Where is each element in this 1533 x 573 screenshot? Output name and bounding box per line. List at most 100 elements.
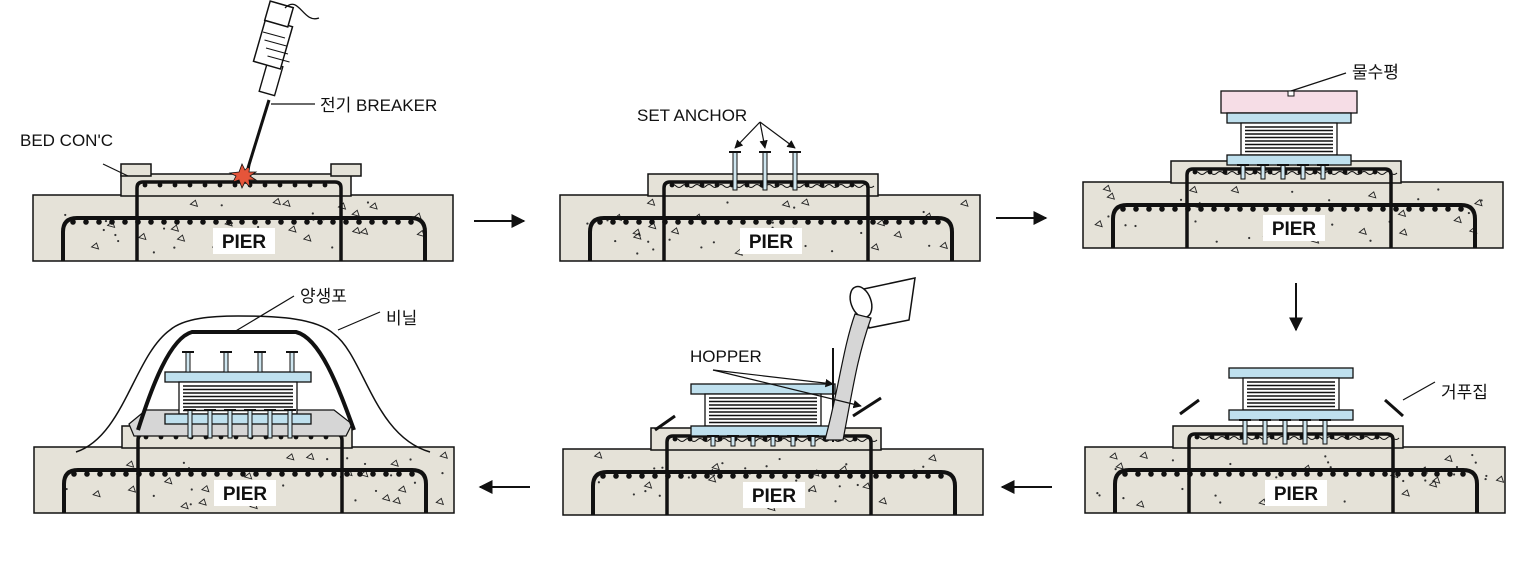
rebar-dot — [1328, 206, 1334, 212]
rebar-dot — [1120, 206, 1126, 212]
rebar-dot — [1252, 471, 1258, 477]
anchor-bolt — [710, 435, 716, 447]
vinyl-cover — [75, 315, 431, 453]
bearing-top-plate — [690, 383, 836, 395]
rebar-dot — [262, 182, 268, 188]
aggregate-mark — [1397, 209, 1407, 217]
aggregate-mark — [189, 199, 199, 207]
pier-rebar — [1113, 468, 1479, 513]
flow-arrows — [474, 211, 1303, 494]
aggregate-mark — [652, 248, 655, 251]
rebar-dot — [227, 471, 233, 477]
anchor-bolt — [223, 351, 229, 373]
aggregate-mark — [647, 240, 650, 243]
aggregate-mark — [927, 454, 937, 462]
aggregate-mark — [282, 199, 291, 207]
bed-conc-leader — [102, 163, 129, 177]
aggregate-mark — [804, 244, 807, 248]
rebar-dot — [343, 219, 349, 225]
aggregate-mark — [862, 482, 871, 490]
aggregate-mark — [311, 212, 314, 215]
aggregate-mark — [397, 485, 407, 493]
rebar-dot — [70, 219, 76, 225]
rebar-dot — [1211, 206, 1217, 212]
rebar-dot — [805, 219, 811, 225]
aggregate-mark — [435, 497, 444, 506]
curing-cloth-leader — [233, 295, 295, 333]
bearing-pad — [1240, 122, 1338, 156]
aggregate-mark — [152, 251, 155, 254]
rebar-dot — [1395, 471, 1401, 477]
aggregate-mark — [661, 466, 664, 469]
aggregate-mark — [1275, 476, 1278, 479]
rebar-dot — [291, 219, 297, 225]
rebar-dot — [597, 219, 603, 225]
anchor-bolt — [207, 409, 213, 439]
aggregate-mark — [700, 246, 703, 249]
rebar-dot — [382, 219, 388, 225]
rebar-dot — [278, 219, 284, 225]
aggregate-mark — [1327, 461, 1330, 464]
rebar-dot — [318, 471, 324, 477]
aggregate-mark — [593, 451, 603, 459]
rebar-dot — [1265, 471, 1271, 477]
rebar-dot — [96, 219, 102, 225]
aggregate-mark — [647, 221, 657, 230]
vinyl-label: 비닐 — [386, 309, 417, 328]
aggregate-mark — [687, 476, 690, 479]
rebar-dot — [279, 471, 285, 477]
breaker-label: 전기 BREAKER — [320, 96, 437, 115]
aggregate-mark — [1194, 220, 1197, 223]
breaker-cable — [284, 3, 320, 20]
grout-stream — [824, 313, 872, 441]
aggregate-mark — [220, 204, 223, 207]
aggregate-mark — [771, 221, 774, 224]
anchor-bolt — [1322, 419, 1328, 445]
rebar-dot — [792, 219, 798, 225]
bed-conc-label: BED CON'C — [20, 131, 113, 150]
aggregate-mark — [1443, 454, 1453, 463]
rebar-dot — [1239, 471, 1245, 477]
anchor-bolt — [1242, 419, 1248, 445]
aggregate-mark — [354, 499, 357, 502]
breaker-grip-line — [262, 31, 286, 39]
aggregate-mark — [632, 493, 635, 496]
rebar-dot — [1224, 206, 1230, 212]
pedestal-block-left — [120, 163, 152, 177]
aggregate-mark — [92, 489, 101, 498]
rebar-dot — [1458, 206, 1464, 212]
aggregate-mark — [381, 494, 391, 502]
rebar-dot — [148, 219, 154, 225]
rebar-dot — [292, 182, 298, 188]
bearing — [1228, 367, 1354, 421]
pier-label-box — [214, 480, 276, 506]
hopper-leader — [712, 369, 862, 409]
aggregate-mark — [1480, 199, 1483, 202]
rebar-dot — [1406, 206, 1412, 212]
anchor-bolt — [1280, 164, 1286, 180]
aggregate-mark — [180, 501, 189, 510]
aggregate-mark — [409, 458, 412, 461]
aggregate-mark — [726, 201, 729, 204]
set-anchor-leader — [759, 121, 796, 149]
aggregate-mark — [1471, 453, 1474, 457]
aggregate-mark — [1328, 199, 1331, 202]
rebar-dot — [277, 182, 283, 188]
rebar-dot — [1174, 471, 1180, 477]
pier-rebar — [588, 216, 954, 261]
rebar-dot — [925, 473, 931, 479]
rebar-dot — [1226, 471, 1232, 477]
aggregate-mark — [359, 470, 369, 478]
set-anchor-leader — [759, 121, 768, 149]
aggregate-mark — [90, 242, 100, 250]
aggregate-mark — [390, 459, 399, 467]
rebar-dot — [383, 471, 389, 477]
aggregate-mark — [374, 489, 378, 493]
water-level-bubble — [1287, 90, 1295, 97]
bearing — [690, 383, 836, 437]
rebar-dot — [71, 471, 77, 477]
rebar-dot — [1317, 471, 1323, 477]
rebar-dot — [1447, 471, 1453, 477]
rebar-dot — [1276, 206, 1282, 212]
aggregate-mark — [64, 213, 67, 217]
